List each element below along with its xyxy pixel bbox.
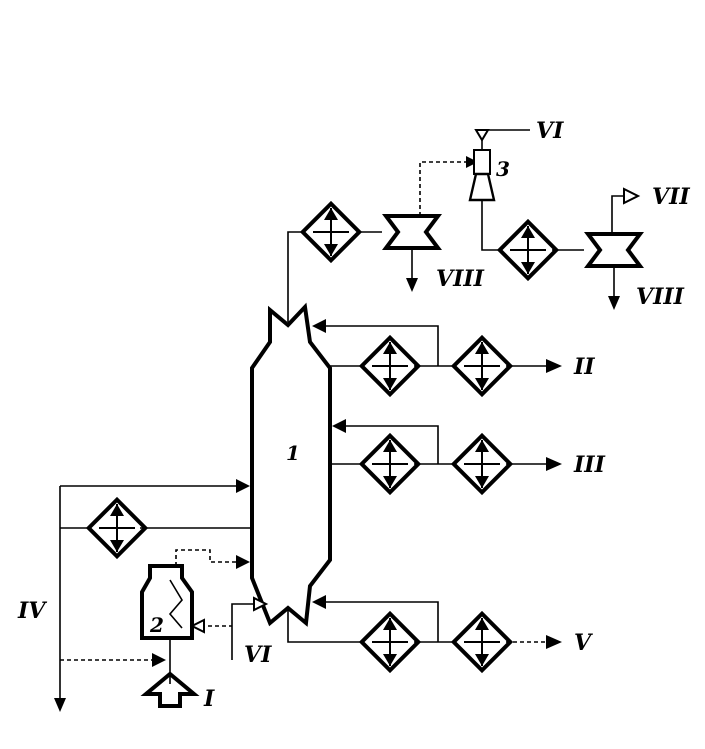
overhead-line bbox=[287, 156, 478, 322]
ejector-outlet-line bbox=[497, 187, 642, 310]
furnace-2 bbox=[140, 549, 269, 708]
side-stream-4 bbox=[54, 479, 252, 712]
label-unit-1: 1 bbox=[286, 441, 300, 465]
column-1 bbox=[250, 302, 332, 627]
arrow-left-icon bbox=[312, 319, 326, 333]
label-stream-i: I bbox=[203, 686, 215, 712]
feed-inlet-arrow-icon bbox=[140, 671, 200, 708]
hx-stream-3-b bbox=[451, 433, 513, 495]
label-unit-3: 3 bbox=[496, 157, 510, 181]
bottom-stream-5 bbox=[287, 595, 562, 673]
label-stream-viii-left: VIII bbox=[436, 266, 485, 292]
arrow-right-icon bbox=[236, 555, 250, 569]
arrow-down-icon bbox=[608, 296, 620, 310]
open-arrow-down-icon bbox=[474, 129, 490, 142]
label-stream-vi-top: VI bbox=[536, 118, 564, 144]
label-stream-iii: III bbox=[573, 452, 606, 478]
open-arrow-left-icon bbox=[189, 618, 205, 634]
arrow-right-icon bbox=[546, 359, 562, 373]
label-unit-2: 2 bbox=[149, 613, 164, 637]
side-stream-2 bbox=[312, 319, 562, 397]
arrow-right-icon bbox=[466, 156, 478, 168]
hx-stream-3-a bbox=[359, 433, 421, 495]
arrow-down-icon bbox=[54, 698, 66, 712]
label-stream-v: V bbox=[574, 630, 593, 656]
arrow-right-icon bbox=[546, 635, 562, 649]
arrow-right-icon bbox=[152, 653, 166, 667]
hx-stream-5-b bbox=[451, 611, 513, 673]
arrow-left-icon bbox=[312, 595, 326, 609]
hx-stream-4 bbox=[86, 497, 148, 559]
arrow-right-icon bbox=[236, 479, 250, 493]
arrow-down-icon bbox=[406, 278, 418, 292]
ejector-separator bbox=[586, 232, 642, 268]
open-arrow-right-icon bbox=[623, 187, 641, 205]
hx-stream-2-b bbox=[451, 335, 513, 397]
open-arrow-right-icon bbox=[253, 596, 269, 612]
arrow-right-icon bbox=[546, 457, 562, 471]
side-stream-3 bbox=[330, 419, 562, 495]
label-stream-iv: IV bbox=[17, 598, 47, 624]
overhead-heat-exchanger bbox=[300, 201, 362, 263]
arrow-left-icon bbox=[332, 419, 346, 433]
hx-stream-5-a bbox=[359, 611, 421, 673]
label-stream-vi-bottom: VI bbox=[244, 642, 272, 668]
hx-stream-2-a bbox=[359, 335, 421, 397]
label-stream-viii-right: VIII bbox=[636, 284, 685, 310]
label-stream-vii: VII bbox=[652, 184, 690, 210]
ejector-3 bbox=[468, 129, 530, 251]
ejector-heat-exchanger bbox=[497, 219, 559, 281]
overhead-separator bbox=[384, 214, 440, 250]
label-stream-ii: II bbox=[573, 354, 595, 380]
